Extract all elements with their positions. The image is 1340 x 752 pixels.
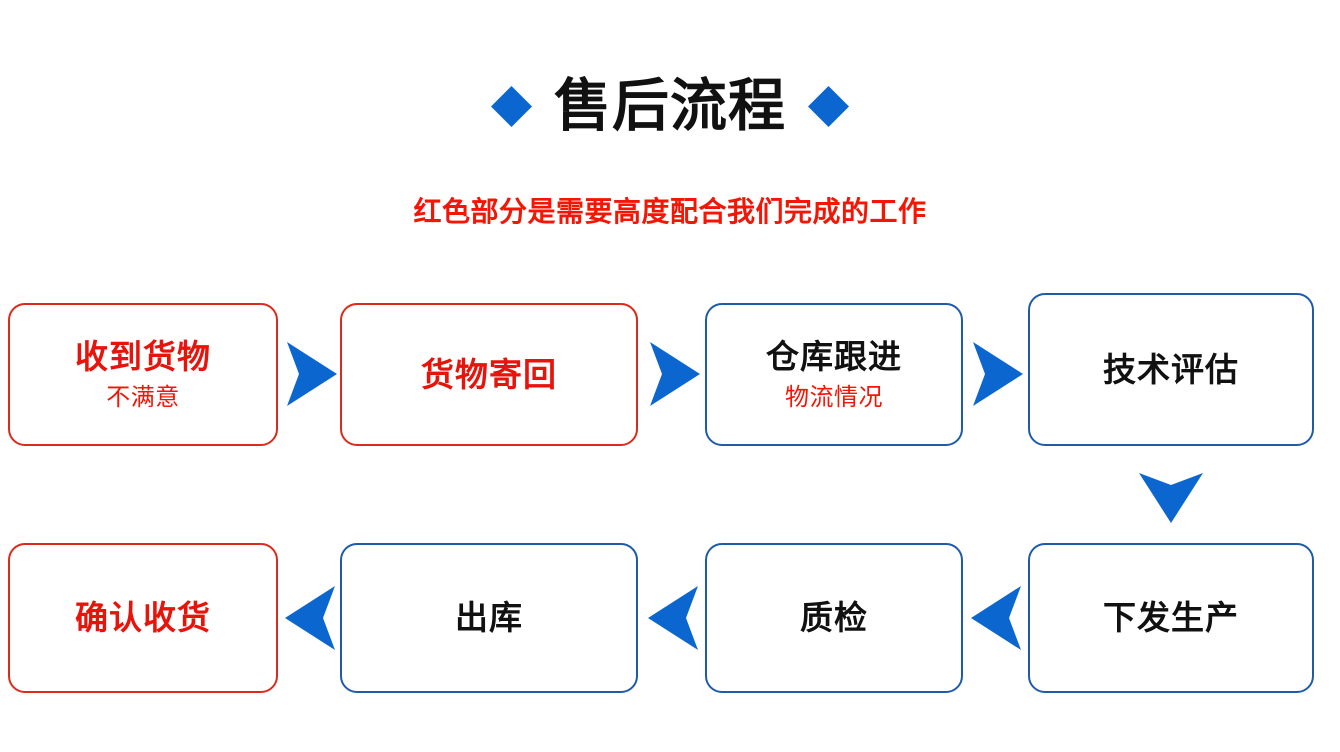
arrow-down-icon-assessment-to-production — [1137, 471, 1205, 523]
flow-node-title: 技术评估 — [1103, 350, 1239, 388]
flow-node-title: 下发生产 — [1103, 599, 1239, 637]
diamond-right-icon — [807, 85, 850, 128]
flow-node-warehouse-followup[interactable]: 仓库跟进 物流情况 — [705, 303, 963, 446]
arrow-left-icon-outbound-to-confirm — [285, 584, 337, 652]
page-title: 售后流程 — [554, 74, 786, 138]
flow-node-title: 仓库跟进 — [766, 337, 902, 375]
arrow-left-icon-inspection-to-outbound — [648, 584, 700, 652]
arrow-right-icon-return-to-warehouse — [648, 340, 700, 408]
arrow-right-icon-warehouse-to-assessment — [971, 340, 1023, 408]
page-subtitle: 红色部分是需要高度配合我们完成的工作 — [413, 196, 927, 227]
flow-node-return-goods[interactable]: 货物寄回 — [340, 303, 638, 446]
flow-node-subtitle: 物流情况 — [785, 383, 883, 411]
flow-node-technical-assessment[interactable]: 技术评估 — [1028, 293, 1314, 446]
flow-node-received-goods[interactable]: 收到货物 不满意 — [8, 303, 278, 446]
arrow-left-icon-production-to-inspection — [971, 584, 1023, 652]
flow-node-outbound[interactable]: 出库 — [340, 543, 638, 693]
flow-node-title: 货物寄回 — [421, 355, 557, 393]
flow-node-confirm-receipt[interactable]: 确认收货 — [8, 543, 278, 693]
flow-node-title: 收到货物 — [75, 337, 211, 375]
arrow-right-icon-received-to-return — [285, 340, 337, 408]
flow-node-subtitle: 不满意 — [106, 383, 180, 411]
flow-node-quality-inspection[interactable]: 质检 — [705, 543, 963, 693]
flow-node-issue-production[interactable]: 下发生产 — [1028, 543, 1314, 693]
flow-node-title: 质检 — [800, 599, 868, 637]
diamond-left-icon — [490, 85, 533, 128]
flow-node-title: 确认收货 — [75, 599, 211, 637]
flow-node-title: 出库 — [455, 599, 523, 637]
page-header: 售后流程 — [0, 78, 1340, 135]
